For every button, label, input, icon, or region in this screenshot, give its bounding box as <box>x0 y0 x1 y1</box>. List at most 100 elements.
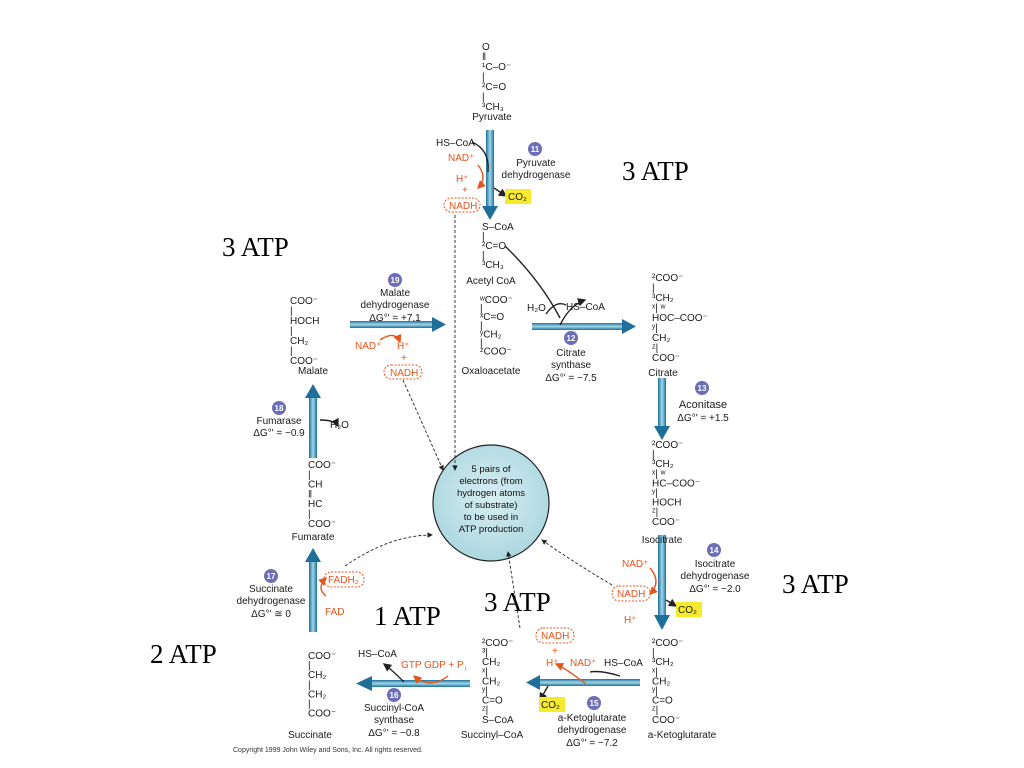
structure-succinyl-coa-line: ʸ| <box>481 686 488 697</box>
structure-succinyl-coa-line: ³| <box>482 648 488 659</box>
structure-a-ketoglutarate-line: ²COO⁻ <box>652 638 683 649</box>
electron-pool-circle <box>432 444 550 562</box>
svg-text:NADH: NADH <box>390 368 418 379</box>
svg-text:HS–CoA: HS–CoA <box>566 302 605 313</box>
svg-text:of substrate): of substrate) <box>465 500 518 511</box>
svg-text:12: 12 <box>567 334 576 343</box>
arrow-fumarate-to-malate <box>305 384 321 458</box>
svg-text:Isocitrate: Isocitrate <box>695 559 736 570</box>
svg-text:Aconitase: Aconitase <box>679 399 727 411</box>
structure-isocitrate-line: HOCH <box>652 498 681 509</box>
svg-text:NADH: NADH <box>449 201 477 212</box>
svg-text:NADH: NADH <box>541 631 569 642</box>
svg-text:+: + <box>552 646 558 657</box>
structure-oxaloacetate-line: | <box>480 304 483 315</box>
electron-pool-text: 5 pairs of electrons (from hydrogen atom… <box>457 464 525 535</box>
structure-succinate-line: COO⁻ <box>308 651 336 662</box>
structure-citrate-line: ˣ| ʷ <box>652 303 666 314</box>
label-citrate: Citrate <box>648 368 678 379</box>
svg-text:ATP production: ATP production <box>459 524 524 535</box>
svg-text:H⁺: H⁺ <box>546 658 559 669</box>
svg-text:FAD: FAD <box>325 607 344 618</box>
structure-succinyl-coa-line: CH₂ <box>482 657 500 668</box>
structure-succinate-line: COO⁻ <box>308 709 336 720</box>
arrow-malate-to-oxaloacetate <box>350 317 446 332</box>
svg-text:NAD⁺: NAD⁺ <box>622 559 648 570</box>
svg-text:ΔG°' = −0.9: ΔG°' = −0.9 <box>253 428 305 439</box>
svg-text:17: 17 <box>267 572 276 581</box>
svg-text:Malate: Malate <box>380 288 410 299</box>
nadh-box-top <box>443 197 481 213</box>
svg-text:NAD⁺: NAD⁺ <box>448 153 474 164</box>
structure-isocitrate-line: ³CH₂ <box>652 459 674 470</box>
svg-text:ΔG°' = −7.5: ΔG°' = −7.5 <box>545 373 597 384</box>
structure-isocitrate-line: ˣ| ʷ <box>652 469 666 480</box>
svg-text:GTP GDP + P: GTP GDP + P <box>401 660 464 671</box>
structure-succinate-line: CH₂ <box>308 689 326 700</box>
structure-succinyl-coa-line: C=O <box>482 696 503 707</box>
structure-isocitrate-line: ²COO⁻ <box>652 440 683 451</box>
svg-text:19: 19 <box>391 276 400 285</box>
svg-text:CO₂: CO₂ <box>508 192 527 203</box>
structure-a-ketoglutarate-line: C=O <box>652 696 673 707</box>
structure-acetyl-coa-line: | <box>482 232 485 243</box>
svg-text:HS–CoA: HS–CoA <box>358 649 397 660</box>
structure-oxaloacetate-line: ʸCH₂ <box>479 329 502 340</box>
structure-citrate-line: | <box>652 283 655 294</box>
arrow-succinate-to-fumarate <box>305 548 321 632</box>
svg-text:CO₂: CO₂ <box>541 700 560 711</box>
structure-fumarate-line: COO⁻ <box>308 519 336 530</box>
svg-text:H₂O: H₂O <box>330 420 349 431</box>
arrow-pyruvate-to-acetyl-coa <box>482 130 498 220</box>
structure-fumarate-line: | <box>308 470 311 481</box>
structure-succinyl-coa-line: S–CoA <box>482 715 514 726</box>
svg-text:i: i <box>465 666 467 673</box>
svg-text:a-Ketoglutarate: a-Ketoglutarate <box>558 713 627 724</box>
svg-text:NAD⁺: NAD⁺ <box>570 658 596 669</box>
label-oxaloacetate: Oxaloacetate <box>462 366 521 377</box>
electron-flow-lines <box>344 215 613 629</box>
svg-text:ΔG°' = −7.2: ΔG°' = −7.2 <box>566 738 618 749</box>
structure-succinyl-coa-line: ²COO⁻ <box>482 638 513 649</box>
svg-text:16: 16 <box>390 691 399 700</box>
structure-pyruvate-line: ³CH₃ <box>482 102 504 113</box>
structure-succinyl-coa-line: ˣ| <box>482 667 488 678</box>
structure-acetyl-coa-line: | <box>482 251 485 262</box>
structure-malate-line: | <box>290 306 293 317</box>
structure-a-ketoglutarate-line: COO⁻ <box>652 715 680 726</box>
structure-citrate-line: CH₂ <box>652 333 670 344</box>
svg-text:to be used in: to be used in <box>464 512 518 523</box>
svg-text:H⁺: H⁺ <box>456 174 469 185</box>
nadh-box-malate <box>383 364 423 380</box>
label-pyruvate: Pyruvate <box>472 112 512 123</box>
structure-succinate-line: | <box>308 661 311 672</box>
structure-succinyl-coa-line: CH₂ <box>482 676 500 687</box>
arrow-isocitrate-to-akg <box>654 535 670 630</box>
nadh-box-isocitrate <box>611 585 651 602</box>
structure-acetyl-coa-line: ³CH₃ <box>482 260 504 271</box>
svg-text:11: 11 <box>531 145 540 154</box>
structure-citrate-line: ᶻ| <box>652 343 658 354</box>
svg-text:dehydrogenase: dehydrogenase <box>681 571 750 582</box>
atp-label-top-left: 3 ATP <box>222 232 289 262</box>
structure-pyruvate-line: O <box>482 42 490 53</box>
structure-oxaloacetate-line: | <box>480 321 483 332</box>
svg-text:dehydrogenase: dehydrogenase <box>361 300 430 311</box>
svg-text:15: 15 <box>590 699 599 708</box>
structure-a-ketoglutarate-line: ʸ| <box>651 686 658 697</box>
arrow-succinyl-coa-to-succinate <box>356 676 470 691</box>
structure-malate-line: HOCH <box>290 316 319 327</box>
cofactors: HS–CoA NAD⁺ H⁺ + NADH CO₂ H₂O HS–CoA NAD… <box>323 138 702 712</box>
structure-pyruvate-line: ‖ <box>482 52 486 63</box>
atp-label-right: 3 ATP <box>782 569 849 599</box>
structure-isocitrate-line: ᶻ| <box>652 507 658 518</box>
svg-text:Succinate: Succinate <box>249 584 293 595</box>
label-fumarate: Fumarate <box>292 532 335 543</box>
structure-pyruvate-line: ²C=O <box>482 82 506 93</box>
structure-citrate-line: ³CH₂ <box>652 293 674 304</box>
molecule-structures: O‖¹C–O⁻|²C=O|³CH₃S–CoA|²C=O|³CH₃ʷCOO⁻|ˣC… <box>290 42 708 726</box>
svg-text:5 pairs of: 5 pairs of <box>471 464 510 475</box>
svg-text:18: 18 <box>275 404 284 413</box>
arrow-citrate-to-isocitrate <box>654 378 670 440</box>
